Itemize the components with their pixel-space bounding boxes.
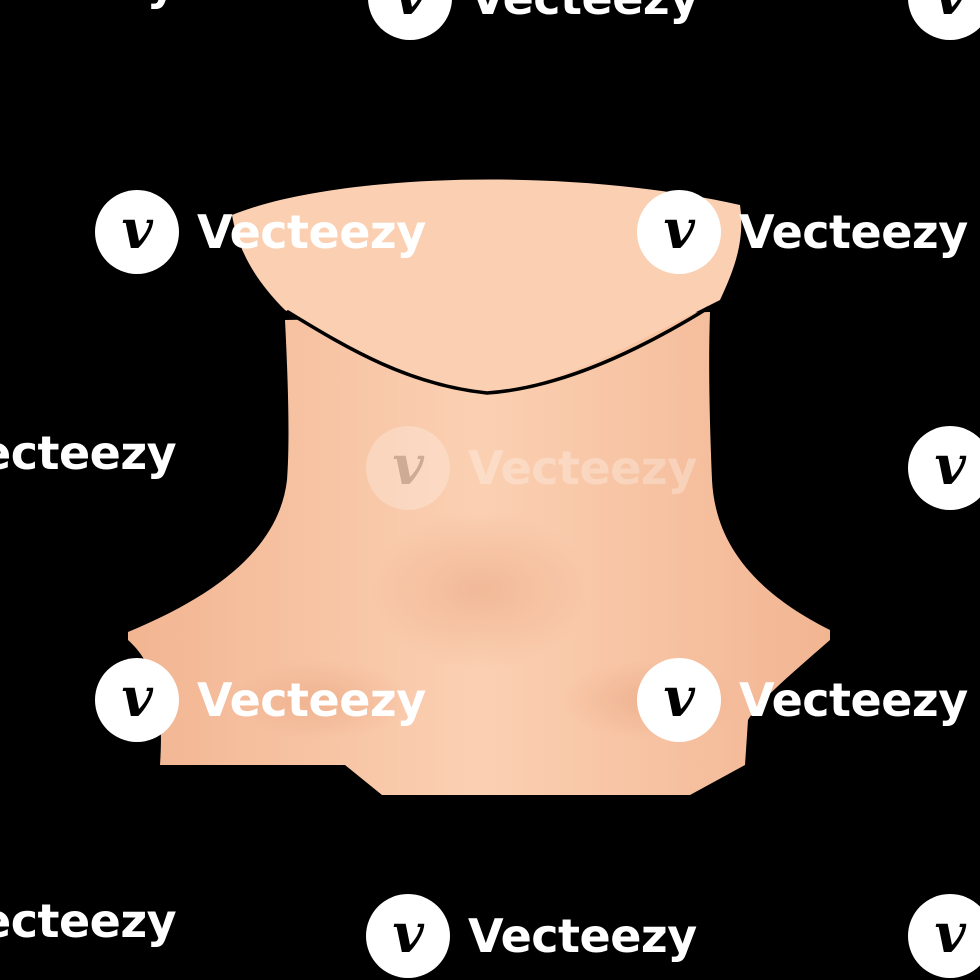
chin-shape [232,179,742,395]
jaw-outline [286,306,710,395]
watermark-text: ecteezy [0,426,177,480]
watermark-text: ecteezy [0,0,177,10]
watermark-text: Vecteezy [197,673,426,727]
vecteezy-logo-icon: v [637,658,721,742]
watermark-top-right: v [908,0,980,40]
watermark-bottom-left: ecteezy [0,894,177,948]
vecteezy-logo-icon: v [908,426,980,510]
watermark-row3-right: v [908,426,980,510]
vecteezy-logo-icon: v [366,894,450,978]
vecteezy-logo-icon: v [908,894,980,978]
watermark-text: Vecteezy [468,441,697,495]
watermark-bottom-right: v [908,894,980,978]
watermark-row3-center: v Vecteezy [366,426,697,510]
watermark-top-center: v Vecteezy [368,0,699,40]
watermark-row4-right: v Vecteezy [637,658,968,742]
watermark-bottom-center: v Vecteezy [366,894,697,978]
vecteezy-logo-icon: v [908,0,980,40]
watermark-text: Vecteezy [470,0,699,25]
vecteezy-logo-icon: v [366,426,450,510]
watermark-row2-right: v Vecteezy [637,190,968,274]
watermark-row2-left: v Vecteezy [95,190,426,274]
watermark-row3-left: ecteezy [0,426,177,480]
watermark-text: ecteezy [0,894,177,948]
watermark-text: Vecteezy [197,205,426,259]
watermark-row4-left: v Vecteezy [95,658,426,742]
vecteezy-logo-icon: v [95,190,179,274]
watermark-top-left: ecteezy [0,0,177,10]
collarbone-shadow-left [230,660,410,740]
throat-shadow [370,510,590,670]
vecteezy-logo-icon: v [368,0,452,40]
watermark-text: Vecteezy [468,909,697,963]
watermark-text: Vecteezy [739,673,968,727]
vecteezy-logo-icon: v [637,190,721,274]
watermark-text: Vecteezy [739,205,968,259]
vecteezy-logo-icon: v [95,658,179,742]
